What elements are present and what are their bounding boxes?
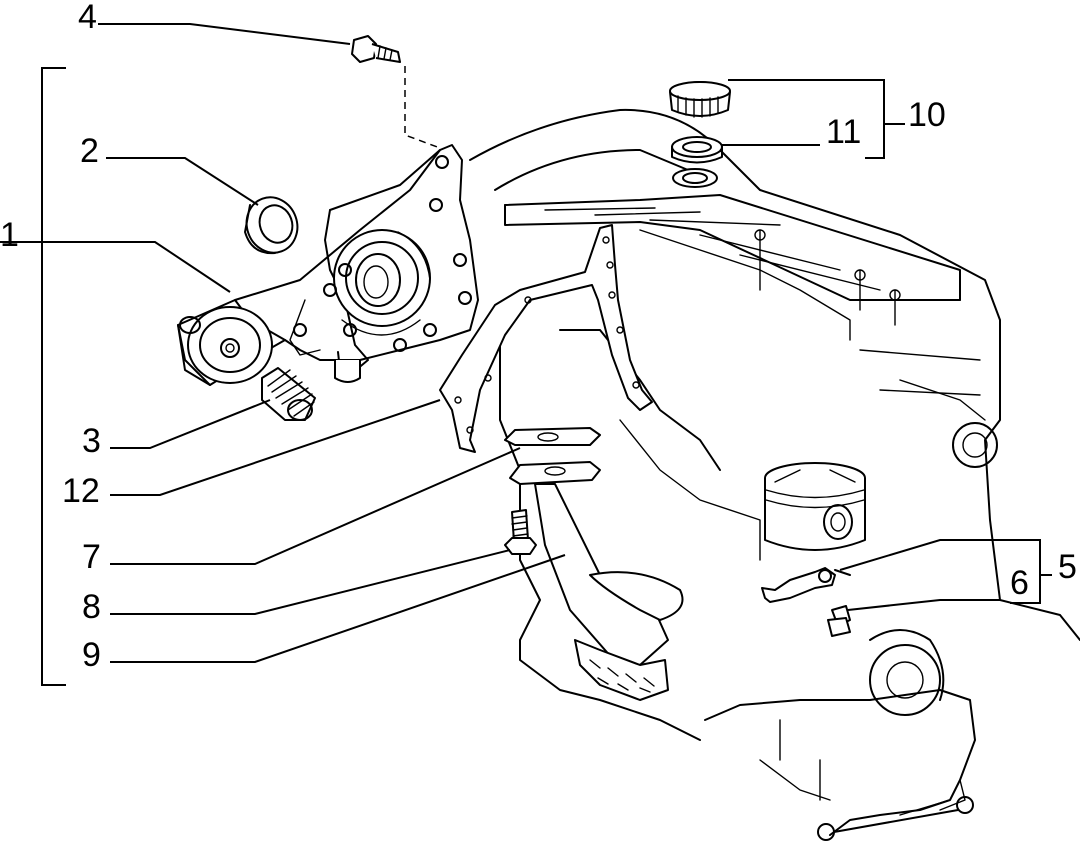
piston-illustration <box>764 462 866 551</box>
callout-7: 7 <box>82 538 101 576</box>
filler-cap-seal <box>671 136 723 164</box>
oil-filler-cap <box>669 81 731 118</box>
oil-pump-gasket <box>439 224 653 453</box>
callout-8: 8 <box>82 588 101 626</box>
filler-neck <box>672 168 718 188</box>
callout-5: 5 <box>1058 548 1077 586</box>
oil-seal <box>244 196 299 255</box>
bolt <box>351 35 401 63</box>
pickup-gasket <box>504 427 601 446</box>
callout-6: 6 <box>1010 564 1029 602</box>
bolt-alignment-line <box>404 66 441 149</box>
callout-leaders <box>0 23 1052 686</box>
oil-pump-housing <box>177 144 479 386</box>
callout-11: 11 <box>826 113 861 151</box>
callout-4: 4 <box>78 0 97 36</box>
oil-pickup-strainer <box>509 461 684 701</box>
callout-9: 9 <box>82 636 101 674</box>
callout-10: 10 <box>908 96 946 134</box>
oil-jet-screw <box>827 605 851 637</box>
callout-12: 12 <box>62 472 100 510</box>
callout-3: 3 <box>82 422 101 460</box>
engine-block <box>469 108 1080 841</box>
piston-oil-jet <box>761 567 851 603</box>
threaded-stud <box>261 367 316 421</box>
callout-2: 2 <box>80 132 99 170</box>
callout-1: 1 <box>0 216 19 254</box>
callout-labels: 1 2 3 4 5 6 7 8 9 10 11 12 <box>0 0 1077 674</box>
pickup-bolt <box>504 509 537 555</box>
